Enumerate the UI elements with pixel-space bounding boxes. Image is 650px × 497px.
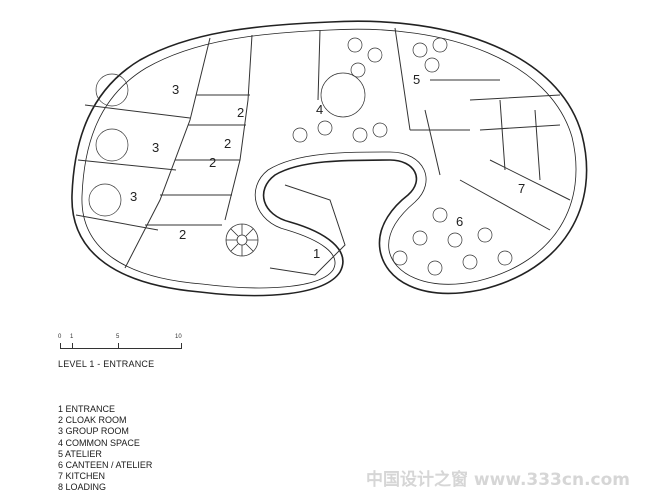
legend-item: 8 LOADING	[58, 482, 107, 493]
room-legend: 1 ENTRANCE 2 CLOAK ROOM 3 GROUP ROOM 4 C…	[58, 404, 152, 494]
room-number-label: 3	[130, 189, 137, 204]
furniture-tables	[88, 37, 513, 276]
room-number-label: 3	[152, 140, 159, 155]
scale-bar-mark	[72, 343, 73, 348]
legend-item: 3 GROUP ROOM	[58, 426, 129, 437]
scale-tick-label: 0	[58, 334, 62, 340]
floor-plan: 1 2 2 2 2 3 3 3 4 5 6 7	[71, 20, 588, 297]
room-number-label: 5	[413, 72, 420, 87]
legend-item: 5 ATELIER	[58, 448, 102, 459]
spiral-stair	[225, 223, 259, 257]
room-number-label: 1	[313, 246, 320, 261]
watermark: 中国设计之窗 www.333cn.com	[366, 470, 630, 490]
room-number-label: 2	[224, 136, 231, 151]
legend-item: 1 ENTRANCE	[58, 404, 116, 414]
room-numbers: 1 2 2 2 2 3 3 3 4 5 6 7	[130, 72, 525, 261]
room-number-label: 3	[172, 82, 179, 97]
room-number-label: 6	[456, 214, 463, 229]
level-title: LEVEL 1 - ENTRANCE	[58, 359, 155, 369]
room-number-label: 7	[518, 181, 525, 196]
room-number-label: 2	[237, 105, 244, 120]
scale-bar-line	[60, 343, 182, 349]
legend-item: 4 COMMON SPACE	[58, 437, 140, 448]
legend-item: 6 CANTEEN / ATELIER	[58, 460, 153, 471]
interior-walls	[75, 27, 571, 276]
scale-tick-label: 5	[116, 334, 120, 340]
scale-tick-label: 1	[70, 334, 74, 340]
room-number-label: 4	[316, 102, 323, 117]
outer-wall	[71, 20, 588, 297]
room-number-label: 2	[209, 155, 216, 170]
scale-bar-mark	[118, 343, 119, 348]
scale-tick-label: 10	[175, 334, 182, 340]
scale-bar: 0 1 5 10	[58, 334, 188, 358]
legend-item: 2 CLOAK ROOM	[58, 415, 127, 426]
legend-item: 7 KITCHEN	[58, 471, 106, 482]
room-number-label: 2	[179, 227, 186, 242]
